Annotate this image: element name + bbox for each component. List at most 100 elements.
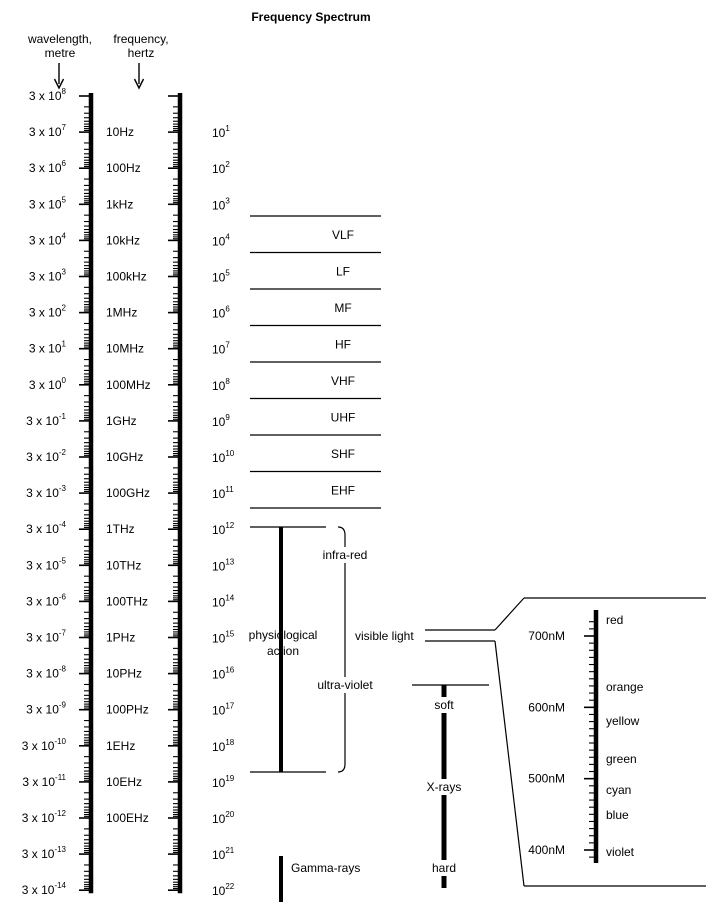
visible-wavelength-label: 400nM xyxy=(528,843,565,857)
physiological-label-line2: action xyxy=(267,644,299,658)
frequency-name-label: 10Hz xyxy=(106,125,134,139)
wavelength-label: 3 x 10-8 xyxy=(26,665,66,681)
wavelength-exponent: 4 xyxy=(62,231,67,240)
wavelength-label: 3 x 100 xyxy=(29,376,67,392)
frequency-power-exponent: 11 xyxy=(225,485,234,494)
radio-band-label: VHF xyxy=(331,374,355,388)
frequency-power-label: 1020 xyxy=(212,810,235,826)
wavelength-exponent: -13 xyxy=(54,845,66,854)
frequency-arrow xyxy=(133,63,145,90)
wavelength-label: 3 x 10-2 xyxy=(26,448,66,464)
wavelength-exponent: -8 xyxy=(59,665,67,674)
frequency-power-exponent: 4 xyxy=(225,232,230,241)
wavelength-label: 3 x 10-10 xyxy=(22,737,67,753)
wavelength-exponent: -1 xyxy=(59,412,67,421)
visible-color-label: orange xyxy=(606,680,644,694)
frequency-power-label: 105 xyxy=(212,269,230,285)
frequency-power-exponent: 9 xyxy=(225,413,230,422)
wavelength-exponent: 2 xyxy=(62,304,67,313)
wavelength-exponent: 5 xyxy=(62,195,67,204)
frequency-power-label: 1017 xyxy=(212,702,235,718)
frequency-power-label: 108 xyxy=(212,377,230,393)
frequency-power-exponent: 1 xyxy=(225,124,230,133)
frequency-power-label: 1019 xyxy=(212,774,235,790)
frequency-power-label: 1016 xyxy=(212,666,235,682)
frequency-name-label: 10THz xyxy=(106,558,141,572)
wavelength-header-line2: metre xyxy=(45,46,76,60)
wavelength-label: 3 x 10-12 xyxy=(22,809,67,825)
wavelength-label: 3 x 10-11 xyxy=(22,773,66,789)
wavelength-exponent: 1 xyxy=(62,340,67,349)
frequency-name-label: 1EHz xyxy=(106,739,135,753)
frequency-power-exponent: 6 xyxy=(225,305,230,314)
wavelength-label: 3 x 10-5 xyxy=(26,556,66,572)
wavelength-label: 3 x 10-6 xyxy=(26,592,66,608)
ultraviolet-label-bg xyxy=(312,677,378,693)
frequency-power-exponent: 13 xyxy=(225,557,234,566)
frequency-name-label: 1PHz xyxy=(106,631,135,645)
wavelength-label: 3 x 10-14 xyxy=(22,881,67,897)
frequency-power-exponent: 21 xyxy=(225,846,234,855)
frequency-power-label: 1012 xyxy=(212,521,235,537)
frequency-power-label: 104 xyxy=(212,232,230,248)
radio-band-label: HF xyxy=(335,338,351,352)
frequency-power-label: 1022 xyxy=(212,882,235,898)
frequency-power-label: 1021 xyxy=(212,846,235,862)
frequency-power-label: 103 xyxy=(212,196,230,212)
frequency-power-label: 1014 xyxy=(212,593,235,609)
wavelength-label: 3 x 104 xyxy=(29,231,67,247)
frequency-name-label: 10EHz xyxy=(106,775,142,789)
frequency-name-label: 10kHz xyxy=(106,233,140,247)
wavelength-label: 3 x 10-9 xyxy=(26,701,66,717)
wavelength-header-line1: wavelength, xyxy=(27,32,92,46)
frequency-name-label: 1GHz xyxy=(106,414,137,428)
frequency-scale xyxy=(168,93,183,894)
frequency-power-exponent: 18 xyxy=(225,738,234,747)
frequency-name-labels: 10Hz100Hz1kHz10kHz100kHz1MHz10MHz100MHz1… xyxy=(106,125,151,825)
frequency-power-label: 109 xyxy=(212,413,230,429)
diagram-title: Frequency Spectrum xyxy=(251,10,370,24)
wavelength-label: 3 x 103 xyxy=(29,268,67,284)
wavelength-label: 3 x 101 xyxy=(29,340,67,356)
visible-light-label: visible light xyxy=(355,629,414,643)
frequency-power-label: 101 xyxy=(212,124,230,140)
frequency-name-label: 1kHz xyxy=(106,197,133,211)
wavelength-exponent: -14 xyxy=(54,881,66,890)
infrared-label-bg xyxy=(318,547,372,563)
frequency-name-label: 1MHz xyxy=(106,306,137,320)
xray-hard-label: hard xyxy=(432,861,456,875)
frequency-power-exponent: 7 xyxy=(225,341,230,350)
frequency-power-label: 1015 xyxy=(212,630,235,646)
infrared-label: infra-red xyxy=(323,548,368,562)
frequency-power-label: 107 xyxy=(212,341,230,357)
frequency-name-label: 100Hz xyxy=(106,161,141,175)
frequency-power-exponent: 14 xyxy=(225,593,234,602)
wavelength-exponent: -5 xyxy=(59,556,67,565)
wavelength-exponent: -12 xyxy=(54,809,66,818)
visible-light-expansion xyxy=(425,597,706,887)
wavelength-exponent: -2 xyxy=(59,448,67,457)
frequency-name-label: 100MHz xyxy=(106,378,151,392)
frequency-power-label: 1011 xyxy=(212,485,234,501)
wavelength-exponent: 6 xyxy=(62,159,67,168)
visible-color-label: cyan xyxy=(606,783,631,797)
wavelength-label: 3 x 10-1 xyxy=(26,412,66,428)
radio-band-label: VLF xyxy=(332,228,354,242)
frequency-power-exponent: 20 xyxy=(225,810,234,819)
frequency-name-label: 10MHz xyxy=(106,342,144,356)
optical-bracket xyxy=(337,526,346,773)
frequency-power-labels: 1011021031041051061071081091010101110121… xyxy=(212,124,235,898)
visible-color-label: red xyxy=(606,613,623,627)
frequency-header-line2: hertz xyxy=(128,46,155,60)
frequency-name-label: 1THz xyxy=(106,522,135,536)
wavelength-label: 3 x 105 xyxy=(29,195,67,211)
ultraviolet-label: ultra-violet xyxy=(317,678,373,692)
frequency-name-label: 10PHz xyxy=(106,667,142,681)
visible-color-label: blue xyxy=(606,808,629,822)
visible-color-label: green xyxy=(606,752,637,766)
